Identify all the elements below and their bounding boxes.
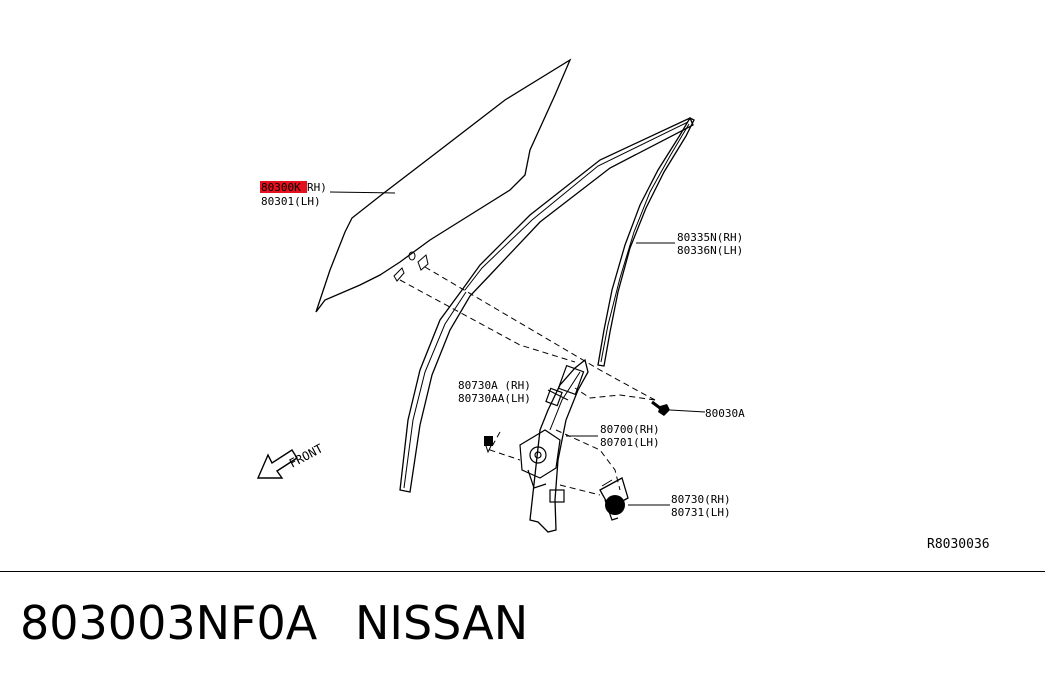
label-motor-lh: 80731(LH): [671, 506, 731, 519]
glass-clip-hole: [408, 251, 416, 261]
label-regulator-rh: 80700(RH): [600, 423, 660, 436]
regulator-rail: [529, 358, 589, 533]
part-number: 803003NF0A: [20, 596, 318, 650]
window-regulator-diagram: 80300K RH) 80301(LH) 80335N(RH) 80336N(L…: [256, 58, 990, 552]
regulator-clip: [484, 436, 493, 454]
window-motor: [599, 477, 629, 521]
front-sash-inner: [403, 291, 467, 489]
label-glass-rh-suffix: RH): [307, 181, 327, 194]
label-sash-rh: 80335N(RH): [677, 231, 743, 244]
door-glass: [315, 58, 572, 313]
glass-clip: [417, 254, 429, 271]
label-front: FRONT: [287, 441, 325, 470]
brand-name: NISSAN: [355, 596, 529, 650]
label-regulator-bracket-rh: 80730A (RH): [458, 379, 531, 392]
label-regulator-bracket-lh: 80730AA(LH): [458, 392, 531, 405]
divider-line: [0, 571, 1045, 572]
rear-door-sash: [597, 117, 695, 367]
bolt-80030A: [651, 400, 670, 416]
front-sash-inner: [464, 121, 689, 291]
label-bolt: 80030A: [705, 407, 745, 420]
rear-sash-inner: [600, 123, 690, 363]
front-door-sash: [399, 117, 694, 493]
glass-clip: [393, 267, 405, 282]
label-glass-lh: 80301(LH): [261, 195, 321, 208]
front-arrow-icon: [256, 449, 298, 479]
highlight-box: [260, 181, 307, 193]
regulator-bracket: [557, 364, 585, 396]
label-glass-rh-code: 80300K: [261, 181, 301, 194]
leader-lines: [329, 191, 706, 506]
regulator-rail-inner: [549, 371, 581, 431]
label-regulator-lh: 80701(LH): [600, 436, 660, 449]
label-sash-lh: 80336N(LH): [677, 244, 743, 257]
regulator-bracket: [545, 387, 563, 407]
regulator-carrier: [519, 429, 565, 503]
figure-code: R8030036: [927, 537, 990, 552]
label-motor-rh: 80730(RH): [671, 493, 731, 506]
